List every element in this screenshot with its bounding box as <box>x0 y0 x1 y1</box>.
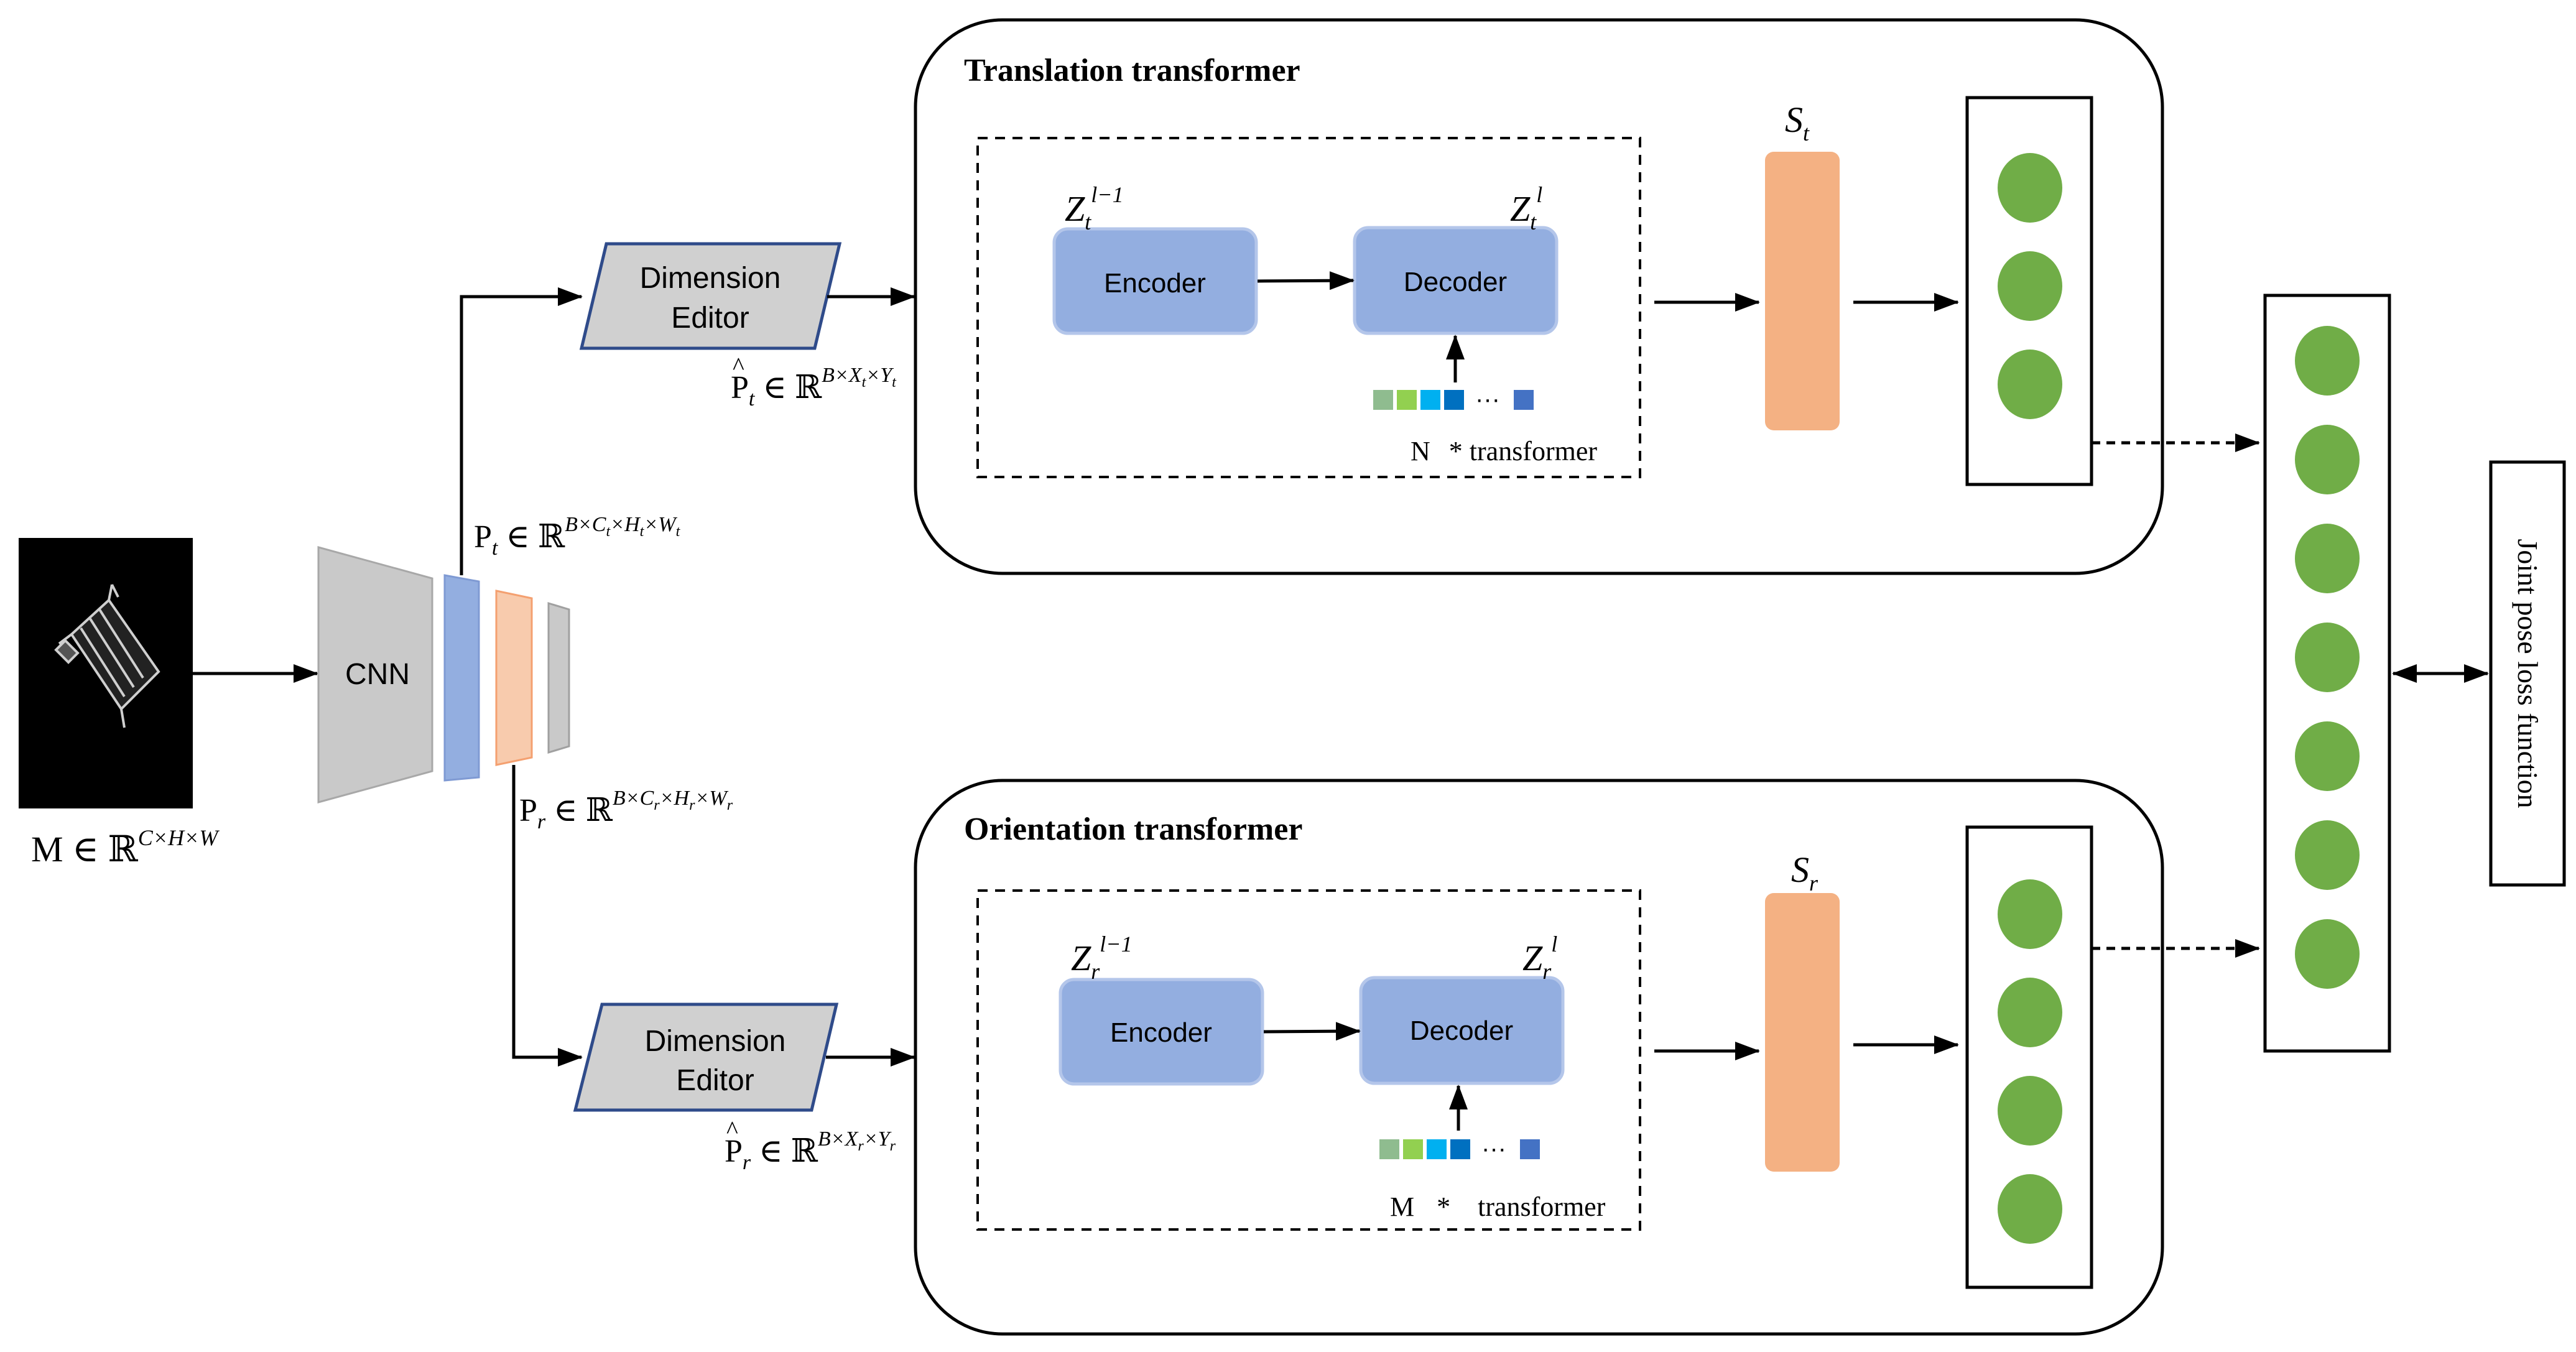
translation-decoder <box>1353 226 1559 335</box>
orientation-decoder <box>1359 976 1565 1085</box>
svg-text:Encoder: Encoder <box>1104 268 1206 299</box>
svg-text:Decoder: Decoder <box>1404 267 1507 297</box>
z-out-r: Zrl <box>1522 932 1557 984</box>
translation-output-node-2 <box>1998 251 2062 321</box>
pr-label: Pr ∈ ℝB×Cr×Hr×Wr <box>519 787 733 833</box>
pr-hat-accent: ^ <box>726 1116 738 1144</box>
translation-title: Translation transformer <box>964 53 1300 88</box>
orientation-dashed-box <box>976 889 1641 1231</box>
joint-output-node-1 <box>2295 326 2360 396</box>
input-label: M ∈ ℝC×H×W <box>31 825 220 869</box>
repeat-n-label: N* transformer <box>1411 436 1597 466</box>
svg-text:Editor: Editor <box>671 302 749 335</box>
arrow-encoder-decoder-r <box>1263 1022 1361 1041</box>
sr-label: Sr <box>1791 850 1818 896</box>
translation-dashed-box <box>976 137 1641 478</box>
svg-text:Encoder: Encoder <box>1110 1017 1212 1048</box>
pt-hat-label: Pt ∈ ℝB×Xt×Yt <box>731 364 897 410</box>
svg-text:···: ··· <box>1475 386 1500 413</box>
st-label: St <box>1785 100 1810 146</box>
satellite-icon <box>54 584 160 728</box>
pt-label: Pt ∈ ℝB×Ct×Ht×Wt <box>474 513 681 560</box>
orientation-output-node-4 <box>1998 1174 2062 1244</box>
dimension-editor-top: Dimension Editor <box>579 242 842 350</box>
orientation-transformer: Orientation transformer Encoder Decoder … <box>914 779 2164 1336</box>
svg-text:Decoder: Decoder <box>1410 1016 1513 1046</box>
orientation-output-node-2 <box>1998 978 2062 1047</box>
orientation-encoder <box>1059 978 1264 1086</box>
joint-output-node-2 <box>2295 425 2360 494</box>
input-image <box>19 538 193 808</box>
orientation-output-node-1 <box>1998 879 2062 949</box>
pr-hat-label: Pr ∈ ℝB×Xr×Yr <box>725 1127 896 1174</box>
translation-outputs <box>1998 153 2062 419</box>
feature-map-orange <box>495 590 533 766</box>
svg-text:Dimension: Dimension <box>645 1025 786 1058</box>
joint-outputs <box>2295 326 2360 989</box>
translation-output-node-3 <box>1998 350 2062 419</box>
arrow-encoder-decoder-t <box>1257 271 1355 290</box>
cnn-label: CNN <box>345 658 410 691</box>
feature-map-blue <box>443 574 480 782</box>
joint-output-node-4 <box>2295 623 2360 692</box>
token-sequence-r: ··· <box>1379 1135 1540 1162</box>
pt-hat-accent: ^ <box>733 352 744 380</box>
arrow-to-editor-bottom <box>512 765 583 1067</box>
joint-output-node-7 <box>2295 919 2360 989</box>
feature-map-gray <box>547 601 570 754</box>
translation-output-node-1 <box>1998 153 2062 223</box>
joint-loss-label: Joint pose loss function <box>2512 539 2544 808</box>
z-out-t: Ztl <box>1510 182 1542 234</box>
joint-output-node-3 <box>2295 524 2360 593</box>
st-block <box>1765 152 1840 430</box>
joint-output-node-5 <box>2295 721 2360 791</box>
joint-loss-box: Joint pose loss function <box>2489 460 2566 887</box>
arrow-to-editor-top <box>460 287 583 575</box>
orientation-outputs <box>1998 879 2062 1244</box>
svg-text:···: ··· <box>1481 1135 1506 1162</box>
joint-output-node-6 <box>2295 820 2360 890</box>
orientation-title: Orientation transformer <box>964 812 1302 847</box>
svg-text:Dimension: Dimension <box>640 262 781 295</box>
sr-block <box>1765 893 1840 1172</box>
orientation-output-node-3 <box>1998 1076 2062 1146</box>
repeat-m-label: M*transformer <box>1390 1192 1606 1222</box>
svg-text:Editor: Editor <box>676 1064 754 1097</box>
z-in-t: Ztl−1 <box>1065 182 1124 234</box>
dimension-editor-bottom: Dimension Editor <box>573 1002 839 1112</box>
token-sequence-t: ··· <box>1373 386 1534 413</box>
z-in-r: Zrl−1 <box>1071 932 1133 984</box>
translation-encoder <box>1052 227 1258 335</box>
cnn-block: CNN <box>317 546 433 803</box>
translation-transformer: Translation transformer Encoder Decoder … <box>914 18 2164 575</box>
